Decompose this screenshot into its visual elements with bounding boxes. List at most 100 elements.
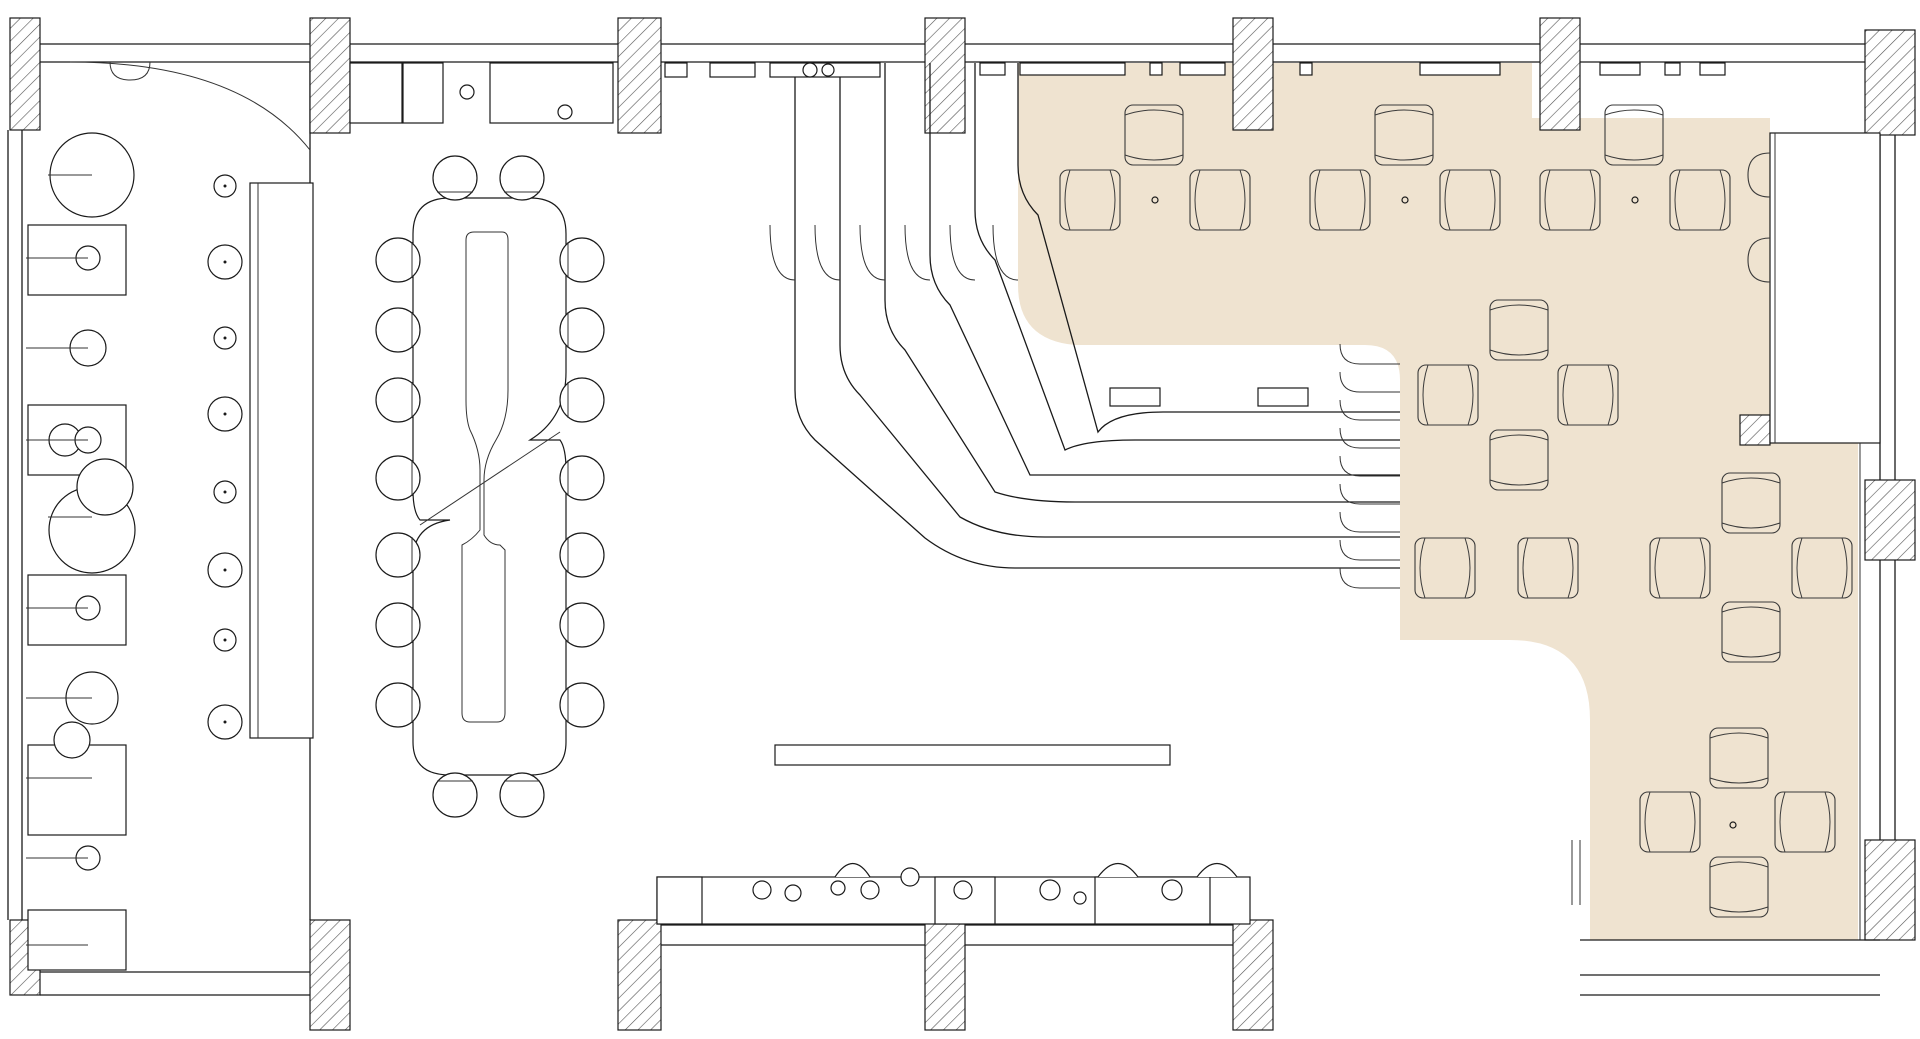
chair xyxy=(375,307,421,353)
lounge-seating xyxy=(1059,104,1853,918)
armchair xyxy=(1709,856,1769,918)
chair xyxy=(375,237,421,283)
partition-end xyxy=(1339,399,1400,421)
armchair xyxy=(1489,299,1549,361)
small-bench xyxy=(1257,387,1309,407)
partition-end xyxy=(1339,371,1400,393)
column xyxy=(1739,414,1771,446)
small-bench xyxy=(1109,387,1161,407)
partition-end xyxy=(1339,483,1400,505)
column xyxy=(309,919,351,1031)
armchair xyxy=(1309,169,1371,231)
armchair xyxy=(1417,364,1479,426)
chair xyxy=(559,532,605,578)
partition-end xyxy=(1339,343,1400,365)
partition-end xyxy=(1339,567,1400,589)
long-bench xyxy=(774,744,1171,766)
window-seat xyxy=(1747,237,1771,283)
column xyxy=(1232,919,1274,1031)
partition-end xyxy=(769,224,796,281)
chair xyxy=(432,772,478,818)
chair xyxy=(499,772,545,818)
chair xyxy=(559,377,605,423)
side-table xyxy=(1631,196,1639,204)
bottom-counter xyxy=(656,862,1251,925)
armchair xyxy=(1639,791,1701,853)
chair xyxy=(375,602,421,648)
armchair xyxy=(1439,169,1501,231)
chair xyxy=(559,307,605,353)
armchair xyxy=(1669,169,1731,231)
stool-center xyxy=(223,568,227,572)
window-seat xyxy=(1747,152,1771,198)
column xyxy=(1864,839,1916,941)
armchair xyxy=(1124,104,1184,166)
side-table xyxy=(1729,821,1737,829)
stool-center xyxy=(223,412,227,416)
chair xyxy=(499,155,545,201)
curved-partition xyxy=(929,63,1400,476)
column xyxy=(1864,29,1916,136)
curved-partition xyxy=(884,63,1400,503)
curved-partition xyxy=(794,63,1400,569)
armchair xyxy=(1517,537,1579,599)
chair xyxy=(432,155,478,201)
bar-counter xyxy=(249,182,314,739)
stool-center xyxy=(223,490,227,494)
curved-partitions xyxy=(769,63,1400,589)
side-table xyxy=(1401,196,1409,204)
right-recess xyxy=(1571,132,1881,941)
curved-partition xyxy=(1017,63,1400,434)
armchair xyxy=(1604,104,1664,166)
column xyxy=(1232,17,1274,131)
column xyxy=(1864,479,1916,561)
chair xyxy=(375,532,421,578)
chair xyxy=(375,377,421,423)
armchair xyxy=(1709,727,1769,789)
armchair xyxy=(1489,429,1549,491)
chair xyxy=(559,602,605,648)
column xyxy=(617,17,662,134)
chair xyxy=(375,682,421,728)
chair xyxy=(559,682,605,728)
armchair xyxy=(1791,537,1853,599)
partition-end xyxy=(1339,455,1400,477)
armchair xyxy=(1539,169,1601,231)
left-wall-stations xyxy=(26,61,311,971)
stool-center xyxy=(223,184,227,188)
armchair xyxy=(1557,364,1619,426)
stool-center xyxy=(223,638,227,642)
armchair xyxy=(1721,472,1781,534)
column xyxy=(924,919,966,1031)
lounge-zone xyxy=(1018,63,1858,940)
stool-center xyxy=(223,336,227,340)
armchair xyxy=(1774,791,1836,853)
partition-end xyxy=(949,224,976,281)
column xyxy=(9,17,41,131)
side-table xyxy=(1151,196,1159,204)
partition-end xyxy=(992,224,1019,281)
top-fixtures xyxy=(349,62,1726,124)
chair xyxy=(559,455,605,501)
partition-end xyxy=(1339,427,1400,449)
curved-partition xyxy=(839,63,1400,538)
armchair xyxy=(1374,104,1434,166)
column xyxy=(617,919,662,1031)
armchair xyxy=(1721,601,1781,663)
armchair xyxy=(1414,537,1476,599)
chair xyxy=(559,237,605,283)
column xyxy=(1539,17,1581,131)
partition-end xyxy=(1339,539,1400,561)
armchair xyxy=(1059,169,1121,231)
partition-end xyxy=(859,224,886,281)
stool-center xyxy=(223,720,227,724)
column xyxy=(309,17,351,134)
stool-center xyxy=(223,260,227,264)
partition-end xyxy=(1339,511,1400,533)
partition-end xyxy=(904,224,931,281)
column xyxy=(924,17,966,134)
curved-partition xyxy=(974,63,1400,451)
long-table xyxy=(412,197,567,776)
chair xyxy=(375,455,421,501)
